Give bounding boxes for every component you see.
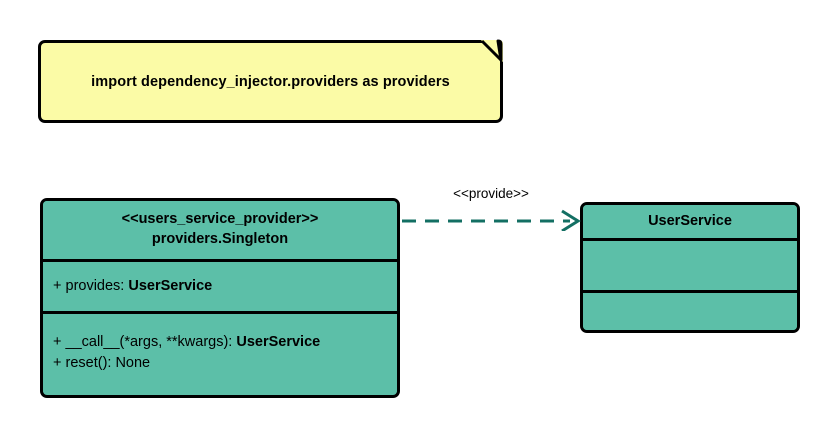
class-name: UserService (648, 212, 732, 229)
class-attributes-compartment (583, 238, 797, 290)
operation-visibility: + (53, 333, 62, 350)
attribute-label: provides: (65, 277, 125, 294)
operation-label: reset(): (65, 355, 112, 371)
import-note[interactable]: import dependency_injector.providers as … (38, 39, 503, 123)
class-stereotype: <<users_service_provider>> (121, 211, 319, 228)
attribute-visibility: + (53, 277, 62, 294)
attribute-type: UserService (128, 277, 213, 294)
operation-label: __call__(*args, **kwargs): (65, 333, 233, 350)
class-name: providers.Singleton (151, 231, 289, 247)
operation-row: + __call__(*args, **kwargs): UserService (43, 332, 397, 353)
operation-type: None (115, 355, 151, 371)
class-box-users-service-provider[interactable]: <<users_service_provider>> providers.Sin… (40, 198, 400, 398)
class-operations-compartment: + __call__(*args, **kwargs): UserService… (43, 311, 397, 392)
attribute-row: + provides: UserService (43, 276, 397, 297)
class-attributes-compartment: + provides: UserService (43, 259, 397, 311)
operation-type: UserService (236, 333, 321, 350)
class-box-user-service[interactable]: UserService (580, 202, 800, 333)
class-header-users-service-provider: <<users_service_provider>> providers.Sin… (43, 201, 397, 259)
import-note-text: import dependency_injector.providers as … (91, 73, 450, 90)
operation-visibility: + (53, 355, 62, 371)
class-header-user-service: UserService (583, 205, 797, 238)
operation-row: + reset(): None (43, 353, 397, 374)
note-fold-corner-icon (480, 39, 503, 62)
dependency-label-provide: <<provide>> (453, 186, 529, 201)
class-operations-compartment (583, 290, 797, 330)
dependency-arrow-provide[interactable] (398, 183, 584, 231)
